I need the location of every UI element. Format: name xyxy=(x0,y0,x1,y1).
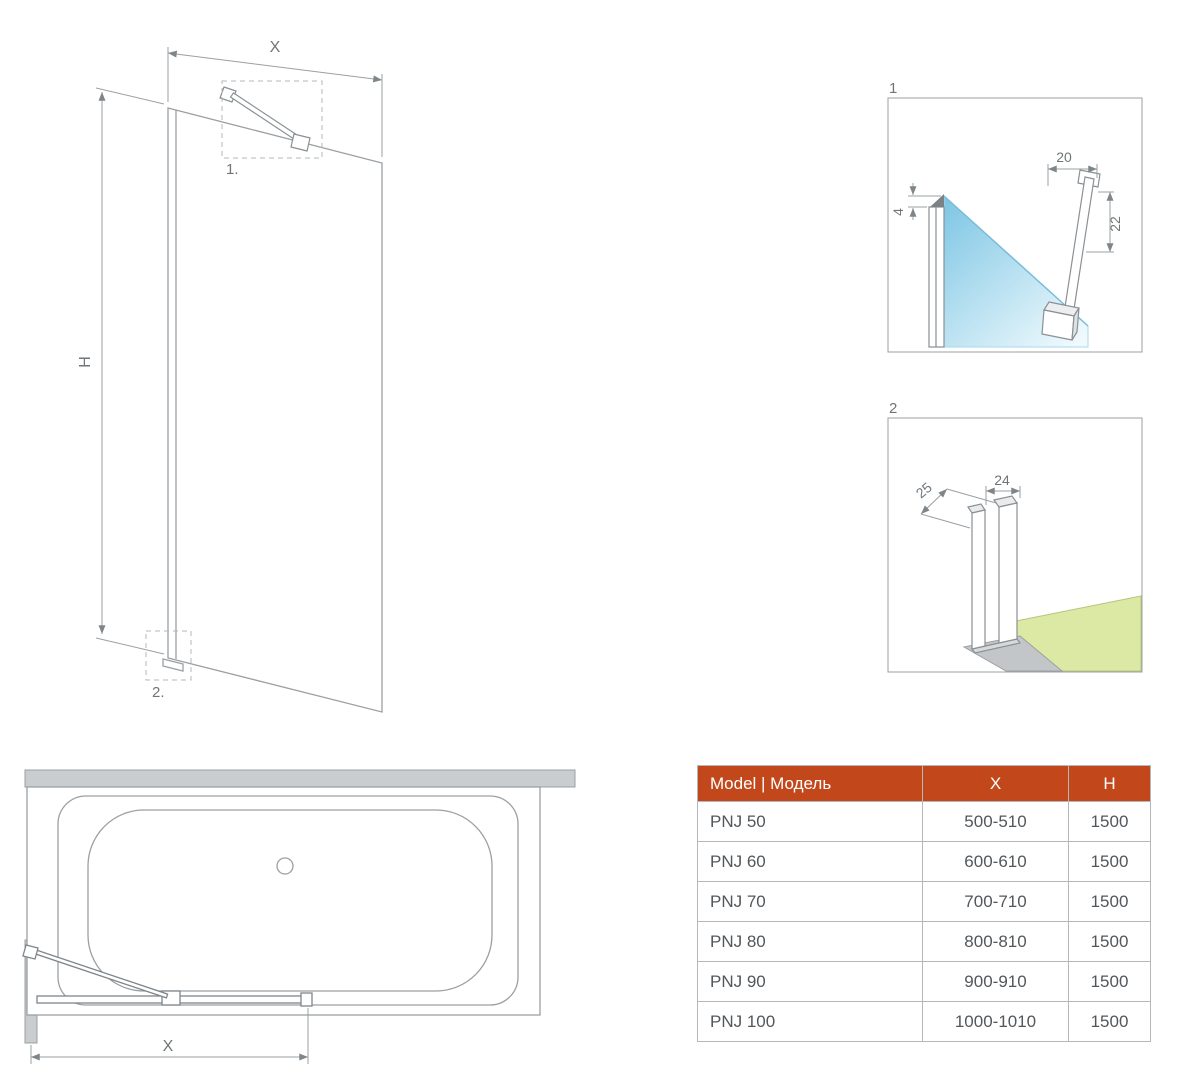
dimension-24 xyxy=(985,486,1021,505)
drain xyxy=(276,857,294,875)
h-cell: 1500 xyxy=(1068,881,1151,922)
table-row: PNJ 60 600-610 1500 xyxy=(697,841,1151,882)
model-cell: PNJ 100 xyxy=(697,1001,923,1042)
table-row: PNJ 100 1000-1010 1500 xyxy=(697,1001,1151,1042)
detail-1-marker: 1. xyxy=(226,161,239,178)
dim-label-20: 20 xyxy=(1056,149,1072,165)
h-cell: 1500 xyxy=(1068,921,1151,962)
end-cap xyxy=(300,992,313,1007)
glass-clamp xyxy=(290,133,311,152)
table-header-row: Model | Модель X H xyxy=(697,765,1151,802)
x-cell: 1000-1010 xyxy=(922,1001,1069,1042)
support-arm-detail xyxy=(1041,169,1101,341)
clamp-side-face xyxy=(1071,307,1080,341)
size-table: Model | Модель X H PNJ 50 500-510 1500 P… xyxy=(697,765,1151,1042)
dimension-width-plan xyxy=(30,1008,309,1064)
glass-top-edge xyxy=(943,195,1089,327)
detail-2-drawing: 2 24 25 xyxy=(887,400,1143,673)
h-cell: 1500 xyxy=(1068,801,1151,842)
dim-label-24: 24 xyxy=(994,472,1010,488)
screen-plan xyxy=(22,944,313,1007)
model-cell: PNJ 90 xyxy=(697,961,923,1002)
detail-2-marker: 2. xyxy=(152,684,165,701)
x-cell: 500-510 xyxy=(922,801,1069,842)
wall-anchor-plan xyxy=(22,944,39,960)
right-plate xyxy=(998,502,1018,644)
x-cell: 700-710 xyxy=(922,881,1069,922)
dim-label-x: X xyxy=(270,39,281,56)
wall-profile xyxy=(928,194,945,348)
front-view-drawing: 1. 2. X H xyxy=(77,39,383,713)
tub-rim xyxy=(57,795,519,1006)
dimension-width xyxy=(167,47,383,157)
x-cell: 600-610 xyxy=(922,841,1069,882)
header-h: H xyxy=(1068,765,1151,802)
table-row: PNJ 80 800-810 1500 xyxy=(697,921,1151,962)
dimension-20 xyxy=(1047,164,1098,186)
bathtub xyxy=(26,786,541,1016)
h-cell: 1500 xyxy=(1068,1001,1151,1042)
dim-label-h: H xyxy=(77,356,94,368)
h-cell: 1500 xyxy=(1068,961,1151,1002)
detail-2-number: 2 xyxy=(889,400,897,417)
header-x: X xyxy=(922,765,1069,802)
dimension-4 xyxy=(908,183,941,220)
dimension-25 xyxy=(920,488,997,529)
h-cell: 1500 xyxy=(1068,841,1151,882)
x-cell: 900-910 xyxy=(922,961,1069,1002)
model-cell: PNJ 60 xyxy=(697,841,923,882)
tub-basin xyxy=(87,809,493,992)
top-view-drawing: X xyxy=(22,769,576,1064)
support-arm xyxy=(219,86,311,152)
header-model: Model | Модель xyxy=(697,765,923,802)
table-row: PNJ 90 900-910 1500 xyxy=(697,961,1151,1002)
dimension-22 xyxy=(1086,191,1114,253)
model-cell: PNJ 80 xyxy=(697,921,923,962)
dim-label-x-plan: X xyxy=(163,1038,174,1055)
detail-1-number: 1 xyxy=(889,80,897,97)
detail-2-callout-box xyxy=(145,630,192,681)
model-cell: PNJ 70 xyxy=(697,881,923,922)
bottom-profile-channel xyxy=(967,495,1022,654)
bottom-profile-foot xyxy=(162,658,184,672)
dimension-height xyxy=(95,87,165,655)
dim-label-4: 4 xyxy=(890,208,906,216)
left-plate xyxy=(971,509,986,650)
dim-label-22: 22 xyxy=(1107,216,1123,232)
model-cell: PNJ 50 xyxy=(697,801,923,842)
glass-panel xyxy=(162,107,383,713)
top-wall xyxy=(24,769,576,788)
table-row: PNJ 50 500-510 1500 xyxy=(697,801,1151,842)
clamp-front-face xyxy=(1041,309,1075,341)
table-row: PNJ 70 700-710 1500 xyxy=(697,881,1151,922)
detail-1-drawing: 1 20 xyxy=(887,80,1143,353)
x-cell: 800-810 xyxy=(922,921,1069,962)
